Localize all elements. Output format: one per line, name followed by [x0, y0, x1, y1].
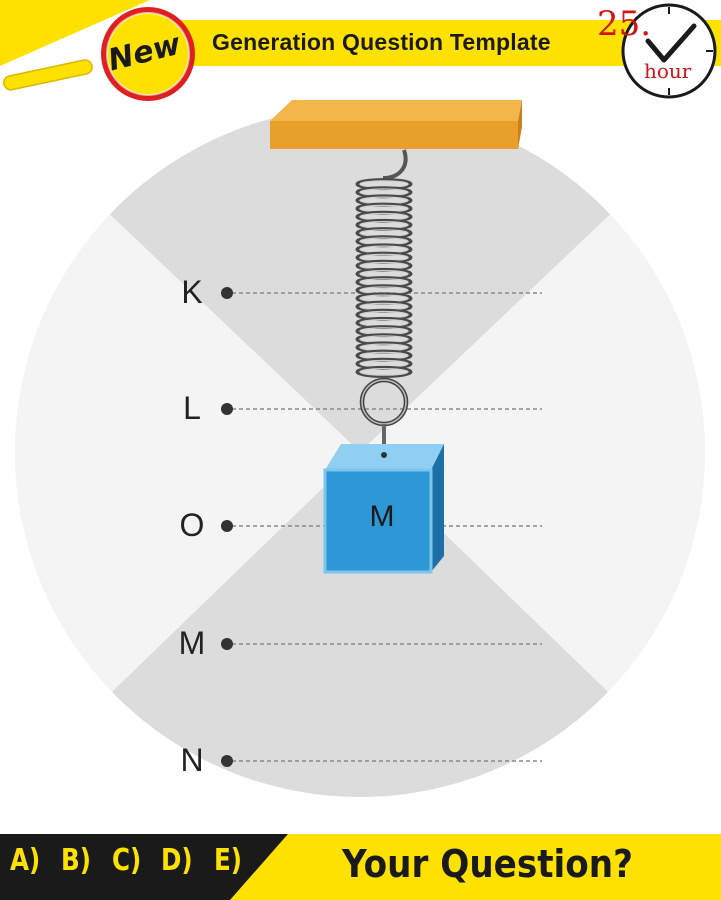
position-label-o: O	[179, 507, 205, 543]
spring-coil	[355, 365, 413, 378]
mass-label: M	[369, 500, 395, 533]
page-title: Generation Question Template	[212, 29, 551, 55]
clock-icon	[621, 3, 717, 99]
spring	[355, 178, 413, 378]
option-c[interactable]: C)	[111, 843, 141, 878]
ceiling-plate	[270, 100, 522, 149]
footer-dark-slant	[230, 834, 288, 900]
position-label-n: N	[180, 742, 204, 778]
mass-block	[323, 444, 444, 574]
clock-number: 25.	[597, 4, 652, 44]
position-label-k: K	[181, 274, 203, 310]
option-a[interactable]: A)	[10, 843, 41, 878]
position-dots	[221, 287, 233, 767]
footer-dark-panel	[0, 834, 230, 900]
clock-unit: hour	[644, 59, 692, 83]
option-b[interactable]: B)	[60, 843, 91, 878]
spring-coil-highlight	[359, 368, 409, 376]
answer-options: A) B) C) D) E)	[10, 843, 248, 878]
position-label-l: L	[183, 390, 201, 426]
question-prompt: Your Question?	[342, 842, 633, 886]
option-e[interactable]: E)	[213, 843, 242, 878]
spring-diagram	[15, 100, 705, 797]
option-d[interactable]: D)	[161, 843, 193, 878]
magnifier-icon	[3, 7, 195, 101]
position-label-m: M	[178, 625, 206, 661]
